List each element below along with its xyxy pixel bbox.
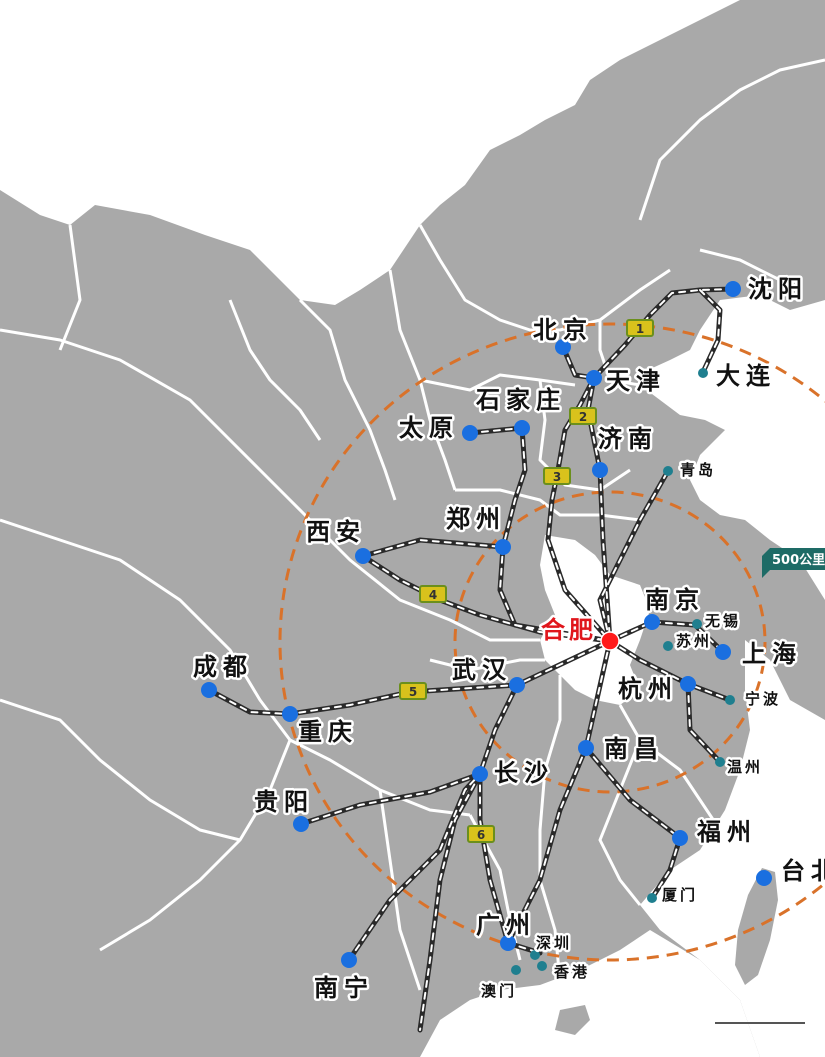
- city-dot-guiyang: [293, 816, 309, 832]
- city-label-taipei: 台北: [781, 857, 825, 885]
- city-label-guiyang: 贵阳: [254, 788, 314, 816]
- route-badge-4: 4: [419, 585, 447, 603]
- city-dot-qingdao: [663, 466, 673, 476]
- city-label-fuzhou: 福州: [696, 818, 757, 846]
- city-label-shenyang: 沈阳: [748, 275, 808, 303]
- city-dot-fuzhou: [672, 830, 688, 846]
- city-dot-shenzhen: [530, 950, 540, 960]
- city-dot-shenyang: [725, 281, 741, 297]
- city-dot-chengdu: [201, 682, 217, 698]
- city-dot-shanghai: [715, 644, 731, 660]
- city-label-nanjing: 南京: [645, 586, 705, 614]
- ring-1000km: [278, 322, 825, 962]
- city-dot-shijiazhuang: [514, 420, 530, 436]
- city-label-beijing: 北京: [533, 316, 593, 344]
- city-dot-taipei: [756, 870, 772, 886]
- city-label-nanchang: 南昌: [604, 735, 664, 763]
- route-badges: 1 2 3 4 5 6: [399, 319, 654, 843]
- city-label-wuhan: 武汉: [452, 656, 512, 684]
- city-dot-jinan: [592, 462, 608, 478]
- radius-callout: 500公里: [762, 548, 825, 578]
- city-dot-hangzhou: [680, 676, 696, 692]
- city-label-changsha: 长沙: [494, 759, 554, 787]
- ring-500km: [453, 490, 767, 794]
- city-label-shenzhen: 深圳: [536, 934, 572, 952]
- city-dot-nanchang: [578, 740, 594, 756]
- city-label-dalian: 大连: [716, 362, 776, 390]
- city-dot-xiamen: [647, 893, 657, 903]
- route-badge-5: 5: [399, 682, 427, 700]
- svg-text:500公里: 500公里: [772, 553, 825, 568]
- city-dot-beijing: [555, 339, 571, 355]
- city-dot-wuxi: [692, 619, 702, 629]
- city-label-qingdao: 青岛: [680, 461, 716, 479]
- city-label-hangzhou: 杭州: [618, 675, 678, 703]
- taiwan-island: [735, 868, 778, 985]
- city-label-shijiazhuang: 石家庄: [475, 386, 566, 414]
- hub-label-hefei: 合肥: [541, 616, 597, 644]
- svg-text:5: 5: [409, 685, 417, 699]
- city-label-xian: 西安: [306, 518, 366, 546]
- city-dot-wuhan: [509, 677, 525, 693]
- city-label-nanning: 南宁: [314, 974, 374, 1002]
- city-label-taiyuan: 太原: [399, 414, 459, 442]
- city-dot-xian: [355, 548, 371, 564]
- city-dot-suzhou: [663, 641, 673, 651]
- city-dot-taiyuan: [462, 425, 478, 441]
- city-dot-tianjin: [586, 370, 602, 386]
- city-label-suzhou: 苏州: [676, 632, 712, 650]
- city-dot-zhengzhou: [495, 539, 511, 555]
- city-dot-ningbo: [725, 695, 735, 705]
- city-dot-hongkong: [537, 961, 547, 971]
- city-label-chongqing: 重庆: [298, 718, 358, 746]
- city-dot-nanjing: [644, 614, 660, 630]
- radius-rings: [278, 322, 825, 962]
- city-dots: [201, 281, 772, 975]
- city-dot-chongqing: [282, 706, 298, 722]
- hainan-island: [555, 1005, 590, 1035]
- hub-dot-hefei: [600, 631, 620, 651]
- city-label-macau: 澳门: [481, 982, 517, 1000]
- city-dot-macau: [511, 965, 521, 975]
- city-dot-guangzhou: [500, 935, 516, 951]
- city-label-wuxi: 无锡: [704, 612, 741, 630]
- city-dot-dalian: [698, 368, 708, 378]
- svg-text:4: 4: [429, 588, 437, 602]
- city-label-xiamen: 厦门: [662, 886, 698, 904]
- city-label-tianjin: 天津: [606, 367, 666, 395]
- city-label-hongkong: 香港: [554, 963, 590, 981]
- svg-text:3: 3: [553, 470, 561, 484]
- city-label-guangzhou: 广州: [476, 911, 536, 939]
- route-badge-3: 3: [543, 467, 571, 485]
- city-label-shanghai: 上海: [742, 640, 802, 668]
- city-dot-changsha: [472, 766, 488, 782]
- city-label-jinan: 济南: [598, 425, 658, 453]
- route-badge-2: 2: [569, 407, 597, 425]
- svg-text:2: 2: [579, 410, 587, 424]
- city-label-ningbo: 宁波: [745, 690, 781, 708]
- route-badge-1: 1: [626, 319, 654, 337]
- city-label-zhengzhou: 郑州: [446, 505, 506, 533]
- city-label-wenzhou: 温州: [727, 758, 763, 776]
- svg-text:6: 6: [477, 828, 485, 842]
- city-dot-nanning: [341, 952, 357, 968]
- city-dot-wenzhou: [715, 757, 725, 767]
- city-labels: 沈阳 北京 天津 大连 石家庄 太原 济南 青岛 郑州 西安 南京 无锡 苏州 …: [191, 273, 825, 1005]
- province-borders: [0, 58, 825, 991]
- sea-areas: [420, 295, 825, 1057]
- route-badge-6: 6: [467, 825, 495, 843]
- city-label-chengdu: 成都: [193, 653, 253, 681]
- svg-text:1: 1: [636, 322, 644, 336]
